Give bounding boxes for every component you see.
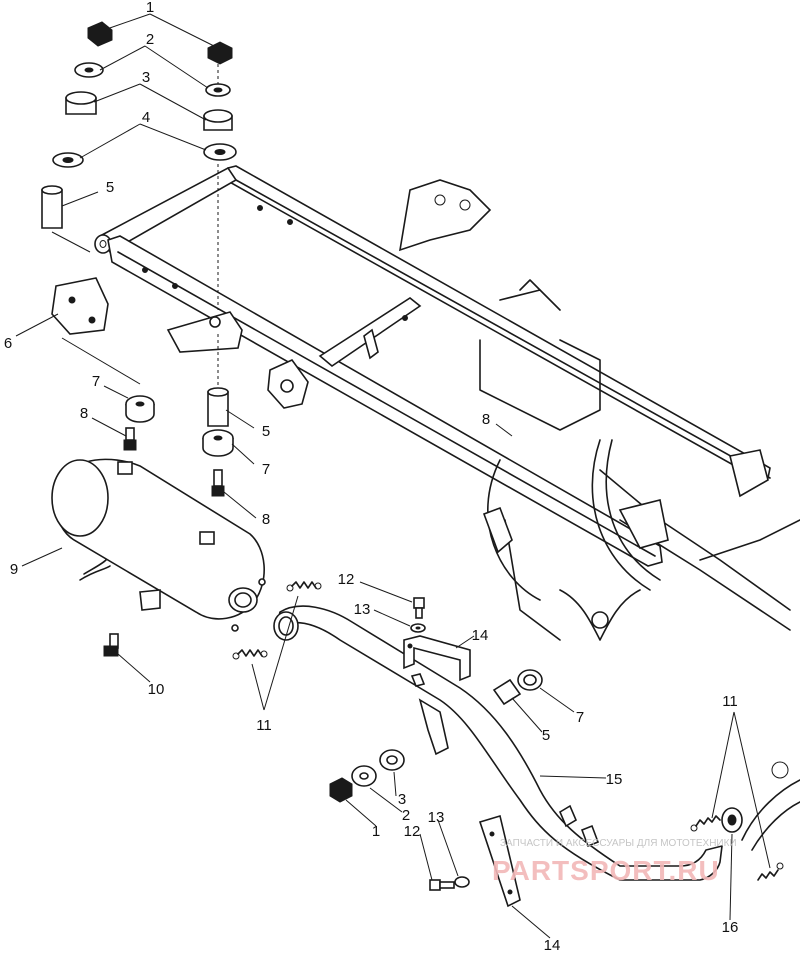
callout-3: 3 xyxy=(398,791,406,808)
bushing-icon xyxy=(207,391,229,427)
callout-12: 12 xyxy=(404,823,421,840)
bushing-icon xyxy=(41,189,63,229)
watermark: ЗАПЧАСТИ И АКСЕССУАРЫ ДЛЯ МОТОТЕХНИКИ PA… xyxy=(492,838,737,886)
frame xyxy=(94,165,800,641)
callout-8: 8 xyxy=(482,411,490,428)
callout-6: 6 xyxy=(4,335,12,352)
callout-12: 12 xyxy=(338,571,355,588)
bolt-icon xyxy=(429,879,455,891)
bracket-plate-icon xyxy=(51,277,109,335)
bolt-icon xyxy=(413,597,425,619)
callout-14: 14 xyxy=(472,627,489,644)
bushing-icon xyxy=(492,678,522,706)
callout-13: 13 xyxy=(428,809,445,826)
muffler xyxy=(51,458,266,632)
bolt-icon xyxy=(123,427,137,451)
center-hardware-stack xyxy=(202,41,237,497)
left-hardware-stack xyxy=(41,21,155,451)
spring-icon xyxy=(757,862,784,881)
callout-1: 1 xyxy=(372,823,380,840)
callout-1: 1 xyxy=(146,0,154,16)
callout-5: 5 xyxy=(542,727,550,744)
spring-icon xyxy=(690,815,721,832)
washer-icon xyxy=(454,876,470,888)
clamp-bracket xyxy=(478,814,521,908)
callout-4: 4 xyxy=(142,109,150,126)
callout-11: 11 xyxy=(722,693,738,710)
clamp-bracket xyxy=(403,635,471,687)
grommet-icon xyxy=(517,669,543,691)
watermark-logo: PARTSPORT.RU xyxy=(492,855,720,886)
callout-10: 10 xyxy=(148,681,165,698)
frame-holes xyxy=(142,205,408,321)
callout-7: 7 xyxy=(576,709,584,726)
callout-7: 7 xyxy=(92,373,100,390)
washer-icon xyxy=(351,765,377,787)
callout-9: 9 xyxy=(10,561,18,578)
bolt-icon xyxy=(103,633,119,657)
callout-14: 14 xyxy=(544,937,561,954)
callout-15: 15 xyxy=(606,771,623,788)
exhaust-pipe xyxy=(273,605,723,881)
gasket-icon xyxy=(721,807,743,833)
callout-8: 8 xyxy=(80,405,88,422)
callout-5: 5 xyxy=(106,179,114,196)
nut-icon xyxy=(87,21,113,47)
nut-icon xyxy=(207,41,233,65)
callout-11: 11 xyxy=(256,717,272,734)
nut-icon xyxy=(329,777,353,803)
leader-lines xyxy=(15,13,771,939)
spring-icon xyxy=(232,649,268,660)
spring-icon xyxy=(286,581,322,592)
callout-5: 5 xyxy=(262,423,270,440)
callouts: 1 2 3 4 5 6 7 8 5 7 8 8 9 10 11 12 13 14… xyxy=(4,0,739,954)
callout-7: 7 xyxy=(262,461,270,478)
callout-16: 16 xyxy=(722,919,739,936)
bolt-icon xyxy=(211,469,225,497)
callout-2: 2 xyxy=(146,31,154,48)
callout-3: 3 xyxy=(142,69,150,86)
callout-13: 13 xyxy=(354,601,371,618)
watermark-text: ЗАПЧАСТИ И АКСЕССУАРЫ ДЛЯ МОТОТЕХНИКИ xyxy=(500,838,737,849)
callout-2: 2 xyxy=(402,807,410,824)
grommet-icon xyxy=(379,749,405,771)
callout-8: 8 xyxy=(262,511,270,528)
